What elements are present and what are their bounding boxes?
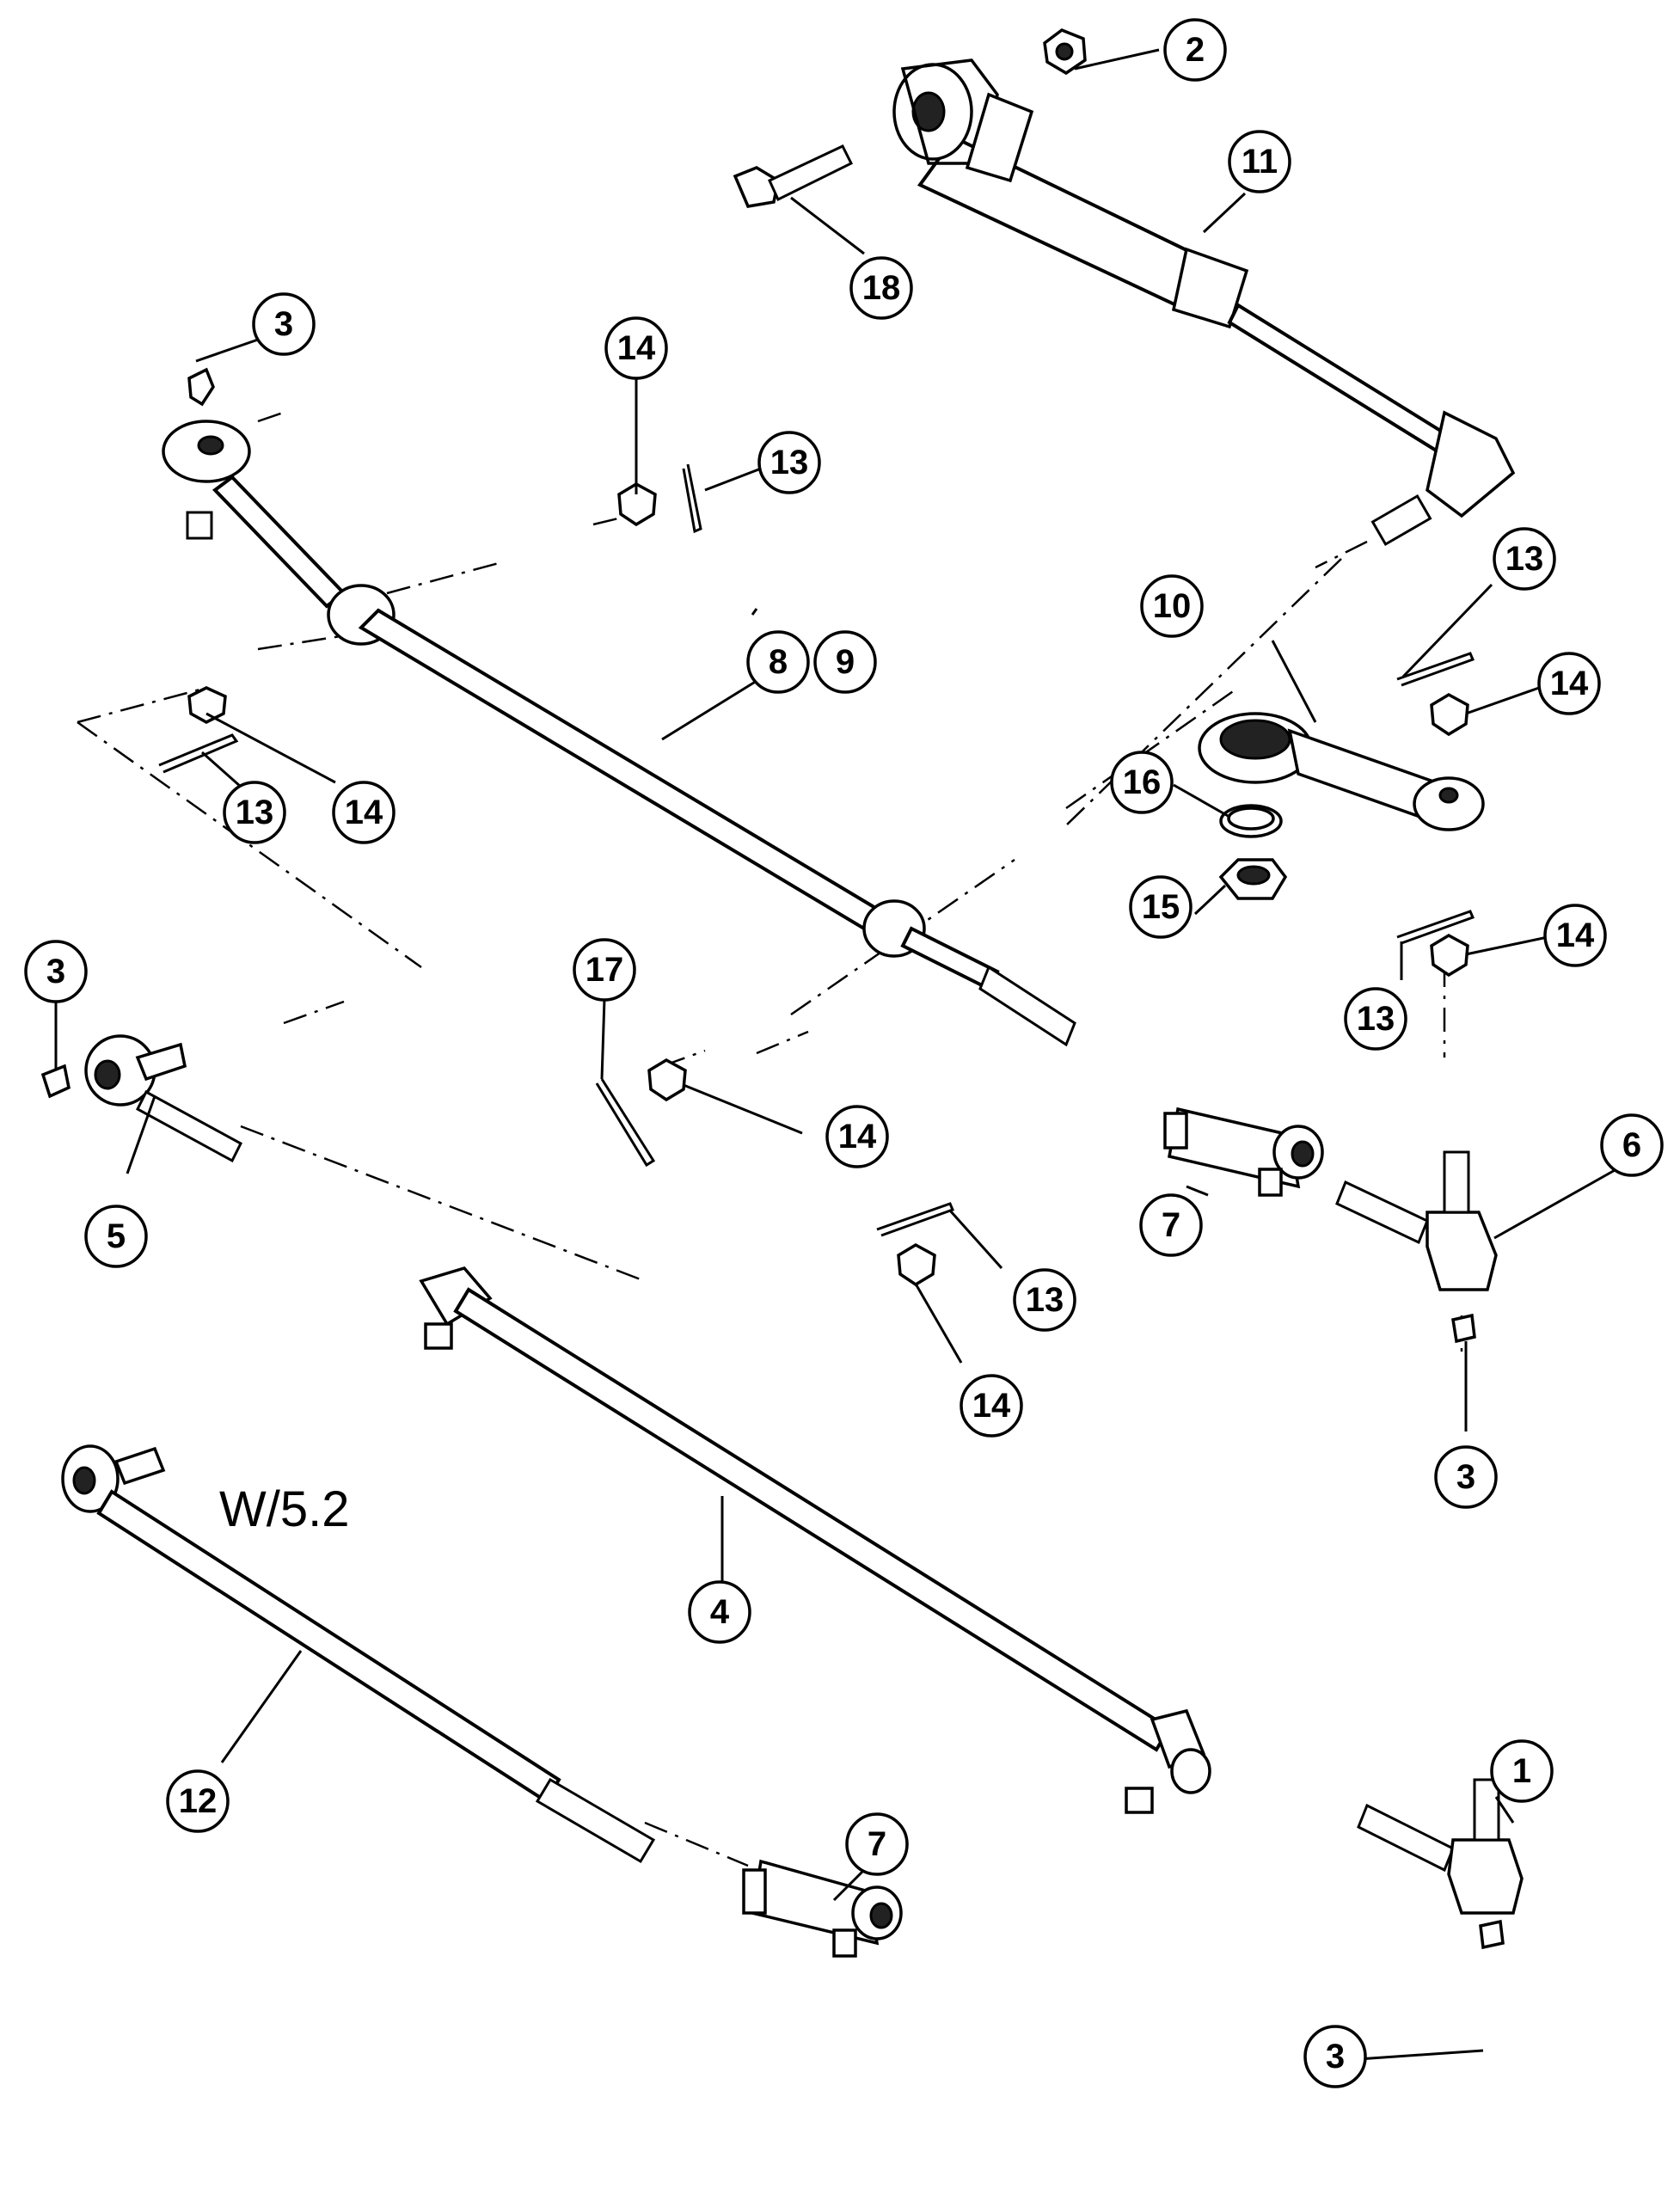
callout-2: 2 <box>1163 18 1227 82</box>
callout-14: 14 <box>332 781 395 844</box>
leader-lines <box>54 48 1617 2061</box>
callout-11: 11 <box>1228 130 1291 193</box>
svg-text:14: 14 <box>1550 665 1589 702</box>
svg-text:7: 7 <box>868 1825 886 1863</box>
tie-rod <box>419 1266 1211 1814</box>
callout-14: 14 <box>960 1374 1023 1438</box>
svg-text:3: 3 <box>1456 1458 1475 1496</box>
adjuster-sleeve-7a <box>1163 1107 1324 1197</box>
tie-rod-end-6 <box>1335 1150 1498 1291</box>
callout-3: 3 <box>252 292 316 356</box>
tie-rod-end-5 <box>84 1034 242 1163</box>
callout-3: 3 <box>1434 1445 1498 1509</box>
pitman-arm <box>1198 712 1485 831</box>
svg-text:3: 3 <box>274 305 293 343</box>
svg-text:8: 8 <box>769 643 788 681</box>
callout-14: 14 <box>825 1105 889 1168</box>
svg-text:17: 17 <box>586 951 624 989</box>
callout-13: 13 <box>1493 527 1556 591</box>
callout-8: 8 <box>746 630 810 694</box>
svg-text:14: 14 <box>617 329 656 367</box>
svg-text:6: 6 <box>1622 1126 1641 1164</box>
svg-text:12: 12 <box>179 1782 218 1820</box>
tie-rod-end-1 <box>1357 1778 1524 1915</box>
callout-3: 3 <box>1303 2025 1367 2088</box>
svg-text:13: 13 <box>1026 1281 1064 1319</box>
svg-text:3: 3 <box>1326 2038 1345 2075</box>
callout-7: 7 <box>845 1812 909 1876</box>
svg-text:9: 9 <box>836 643 855 681</box>
callout-10: 10 <box>1140 574 1204 638</box>
svg-text:7: 7 <box>1162 1206 1180 1244</box>
callout-13: 13 <box>223 781 286 844</box>
engine-note: W/5.2 <box>219 1481 350 1537</box>
callout-15: 15 <box>1129 875 1193 939</box>
steering-damper <box>892 58 1516 547</box>
svg-text:1: 1 <box>1512 1752 1531 1790</box>
callout-9: 9 <box>813 630 877 694</box>
svg-text:13: 13 <box>236 794 274 831</box>
callouts: 1 2 3 3 3 3 4 5 6 7 7 8 9 10 11 12 13 13… <box>24 18 1664 2088</box>
callout-6: 6 <box>1600 1113 1664 1177</box>
nut-15 <box>1218 858 1288 900</box>
callout-16: 16 <box>1110 751 1174 814</box>
drag-link-12 <box>61 1444 656 1864</box>
callout-13: 13 <box>757 431 821 494</box>
svg-text:13: 13 <box>770 444 809 481</box>
callout-13: 13 <box>1013 1268 1076 1332</box>
callout-7: 7 <box>1139 1193 1203 1257</box>
callout-13: 13 <box>1344 987 1407 1051</box>
svg-text:14: 14 <box>972 1387 1011 1425</box>
callout-12: 12 <box>166 1769 230 1833</box>
svg-text:3: 3 <box>46 953 65 990</box>
svg-text:15: 15 <box>1142 888 1180 926</box>
callout-4: 4 <box>688 1580 751 1644</box>
callout-5: 5 <box>84 1205 148 1268</box>
adjuster-sleeve-7b <box>742 1859 903 1958</box>
callout-18: 18 <box>849 256 913 320</box>
svg-text:14: 14 <box>1556 917 1595 954</box>
svg-text:14: 14 <box>345 794 383 831</box>
nut-2 <box>1043 28 1087 76</box>
hardware <box>40 367 1505 1950</box>
svg-text:4: 4 <box>710 1593 730 1631</box>
svg-text:5: 5 <box>107 1217 126 1255</box>
svg-text:16: 16 <box>1123 763 1162 801</box>
callout-14: 14 <box>1537 652 1601 715</box>
svg-text:11: 11 <box>1242 143 1278 181</box>
callout-1: 1 <box>1490 1739 1554 1803</box>
callout-17: 17 <box>573 938 636 1002</box>
center-link <box>162 420 1076 1047</box>
svg-text:18: 18 <box>862 269 901 307</box>
lock-washer-16 <box>1219 804 1283 838</box>
svg-text:14: 14 <box>838 1118 877 1156</box>
callout-14: 14 <box>1543 904 1607 967</box>
svg-text:13: 13 <box>1505 540 1544 578</box>
callout-3: 3 <box>24 940 88 1003</box>
svg-text:2: 2 <box>1186 31 1205 69</box>
bolt-18 <box>733 144 854 208</box>
svg-text:13: 13 <box>1357 1000 1395 1038</box>
svg-text:10: 10 <box>1153 587 1192 625</box>
callout-14: 14 <box>604 316 668 380</box>
